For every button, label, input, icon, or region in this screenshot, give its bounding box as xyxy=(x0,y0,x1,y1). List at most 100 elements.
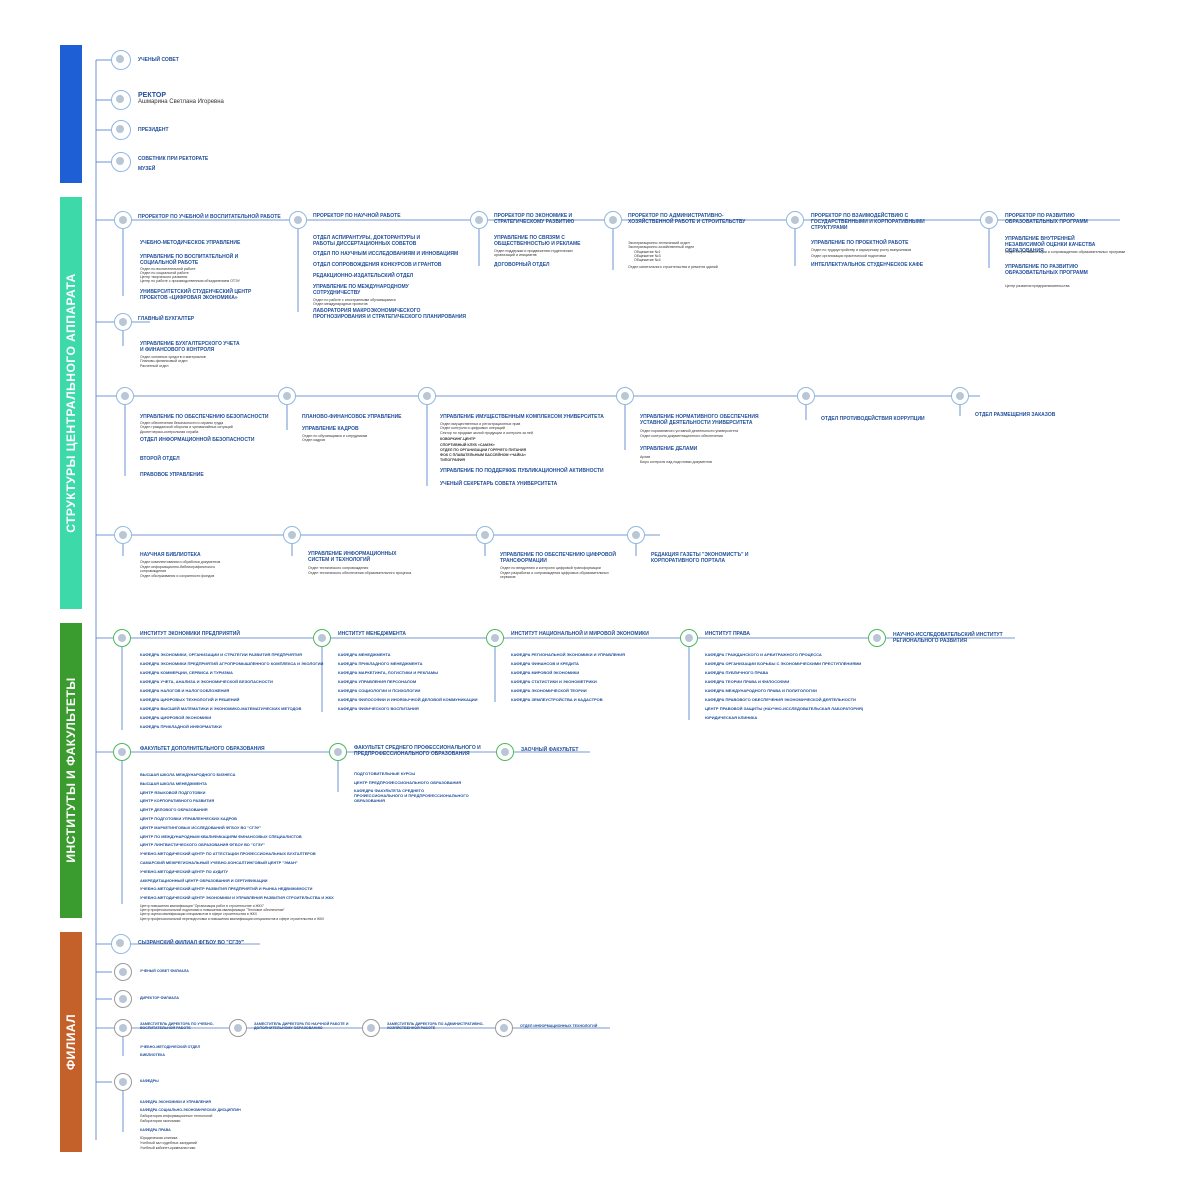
institute-enterprise-dept[interactable]: КАФЕДРА КОММЕРЦИИ, СЕРВИСА И ТУРИЗМА xyxy=(140,670,233,675)
faculty-additional-icon[interactable] xyxy=(113,743,131,761)
branch-director-icon[interactable] xyxy=(114,990,132,1008)
procurement-item[interactable]: ОТДЕЛ РАЗМЕЩЕНИЯ ЗАКАЗОВ xyxy=(975,412,1056,418)
institute-management-dept[interactable]: КАФЕДРА ПРИКЛАДНОГО МЕНЕДЖМЕНТА xyxy=(338,661,423,666)
vice-rector-education-item[interactable]: УЧЕБНО-МЕТОДИЧЕСКОЕ УПРАВЛЕНИЕ xyxy=(140,240,241,246)
institute-enterprise-dept[interactable]: КАФЕДРА ВЫСШЕЙ МАТЕМАТИКИ И ЭКОНОМИКО-МА… xyxy=(140,706,302,711)
procurement-icon[interactable] xyxy=(951,387,969,405)
vice-rector-education-item[interactable]: УНИВЕРСИТЕТСКИЙ СТУДЕНЧЕСКИЙ ЦЕНТР ПРОЕК… xyxy=(140,289,252,301)
newspaper-item[interactable]: РЕДАКЦИЯ ГАЗЕТЫ "ЭКОНОМИСТЪ" И КОРПОРАТИ… xyxy=(651,552,749,564)
institute-national-economy-dept[interactable]: КАФЕДРА ФИНАНСОВ И КРЕДИТА xyxy=(511,661,579,666)
institute-national-economy-icon[interactable] xyxy=(486,629,504,647)
adviser-label[interactable]: СОВЕТНИК ПРИ РЕКТОРАТЕ xyxy=(138,156,209,162)
vice-rector-programs-icon[interactable] xyxy=(980,211,998,229)
faculty-additional-item[interactable]: АККРЕДИТАЦИОННЫЙ ЦЕНТР ОБРАЗОВАНИЯ И СЕР… xyxy=(140,877,268,883)
faculty-vocational-icon[interactable] xyxy=(329,743,347,761)
chair-item[interactable]: КАФЕДРА ПРАВА xyxy=(140,1128,171,1132)
deputy-education-item[interactable]: БИБЛИОТЕКА xyxy=(140,1053,165,1057)
faculty-additional-title[interactable]: ФАКУЛЬТЕТ ДОПОЛНИТЕЛЬНОГО ОБРАЗОВАНИЯ xyxy=(140,746,265,752)
vice-rector-economics-icon[interactable] xyxy=(470,211,488,229)
deputy-education-title[interactable]: ЗАМЕСТИТЕЛЬ ДИРЕКТОРА ПО УЧЕБНО-ВОСПИТАТ… xyxy=(140,1022,214,1031)
institute-management-dept[interactable]: КАФЕДРА МЕНЕДЖМЕНТА xyxy=(338,652,391,657)
institute-enterprise-dept[interactable]: КАФЕДРА ЭКОНОМИКИ ПРЕДПРИЯТИЙ АГРОПРОМЫШ… xyxy=(140,661,324,666)
anticorruption-item[interactable]: ОТДЕЛ ПРОТИВОДЕЙСТВИЯ КОРРУПЦИИ xyxy=(821,416,925,422)
institute-national-economy-dept[interactable]: КАФЕДРА МИРОВОЙ ЭКОНОМИКИ xyxy=(511,670,580,675)
faculty-additional-item[interactable]: ЦЕНТР КОРПОРАТИВНОГО РАЗВИТИЯ xyxy=(140,798,215,804)
it-department-icon[interactable] xyxy=(495,1019,513,1037)
institute-enterprise-dept[interactable]: КАФЕДРА ПРИКЛАДНОЙ ИНФОРМАТИКИ xyxy=(140,724,222,729)
institute-management-dept[interactable]: КАФЕДРА ФИЛОСОФИИ И ИНОЯЗЫЧНОЙ ДЕЛОВОЙ К… xyxy=(338,697,478,702)
library-icon[interactable] xyxy=(114,526,132,544)
faculty-additional-item[interactable]: ЦЕНТР ЯЗЫКОВОЙ ПОДГОТОВКИ xyxy=(140,789,206,795)
institute-law-dept[interactable]: КАФЕДРА ТЕОРИИ ПРАВА И ФИЛОСОФИИ xyxy=(705,679,790,684)
regulation-unit-icon[interactable] xyxy=(616,387,634,405)
faculty-additional-item[interactable]: ЦЕНТР ПО МЕЖДУНАРОДНЫМ КВАЛИФИКАЦИЯМ ФИН… xyxy=(140,833,302,839)
institute-law-dept[interactable]: КАФЕДРА МЕЖДУНАРОДНОГО ПРАВА И ПОЛИТОЛОГ… xyxy=(705,688,817,693)
finance-unit-icon[interactable] xyxy=(278,387,296,405)
vice-rector-corporate-icon[interactable] xyxy=(786,211,804,229)
institute-management-dept[interactable]: КАФЕДРА ФИЗИЧЕСКОГО ВОСПИТАНИЯ xyxy=(338,706,419,711)
rector-label[interactable]: РЕКТОР xyxy=(138,92,166,99)
institute-management-dept[interactable]: КАФЕДРА УПРАВЛЕНИЯ ПЕРСОНАЛОМ xyxy=(338,679,417,684)
institute-national-economy-dept[interactable]: КАФЕДРА ЗЕМЛЕУСТРОЙСТВА И КАДАСТРОВ xyxy=(511,697,603,702)
research-institute-icon[interactable] xyxy=(868,629,886,647)
vice-rector-admin-icon[interactable] xyxy=(604,211,622,229)
property-item[interactable]: УЧЕНЫЙ СЕКРЕТАРЬ СОВЕТА УНИВЕРСИТЕТА xyxy=(440,481,558,487)
faculty-distance-icon[interactable] xyxy=(496,743,514,761)
deputy-education-icon[interactable] xyxy=(114,1019,132,1037)
security-item[interactable]: ПРАВОВОЕ УПРАВЛЕНИЕ xyxy=(140,472,204,478)
institute-law-title[interactable]: ИНСТИТУТ ПРАВА xyxy=(705,631,751,637)
security-item[interactable]: ОТДЕЛ ИНФОРМАЦИОННОЙ БЕЗОПАСНОСТИ xyxy=(140,437,255,443)
branch-director-label[interactable]: ДИРЕКТОР ФИЛИАЛА xyxy=(140,996,180,1000)
faculty-additional-item[interactable]: ЦЕНТР ЛИНГВИСТИЧЕСКОГО ОБРАЗОВАНИЯ ФГБОУ… xyxy=(140,842,265,848)
institute-management-icon[interactable] xyxy=(313,629,331,647)
vice-rector-education-icon[interactable] xyxy=(114,211,132,229)
institute-management-title[interactable]: ИНСТИТУТ МЕНЕДЖМЕНТА xyxy=(338,631,406,637)
branch-title[interactable]: СЫЗРАНСКИЙ ФИЛИАЛ ФГБОУ ВО "СГЭУ" xyxy=(138,940,245,946)
property-unit-icon[interactable] xyxy=(418,387,436,405)
anticorruption-icon[interactable] xyxy=(797,387,815,405)
faculty-vocational-item[interactable]: ЦЕНТР ПРЕДПРОФЕССИОНАЛЬНОГО ОБРАЗОВАНИЯ xyxy=(354,780,462,785)
accounting-department[interactable]: УПРАВЛЕНИЕ БУХГАЛТЕРСКОГО УЧЕТА И ФИНАНС… xyxy=(140,341,240,353)
institute-law-dept[interactable]: КАФЕДРА ГРАЖДАНСКОГО И АРБИТРАЖНОГО ПРОЦ… xyxy=(705,652,822,657)
vice-rector-corporate-item[interactable]: ИНТЕЛЛЕКТУАЛЬНОЕ СТУДЕНЧЕСКОЕ КАФЕ xyxy=(811,262,924,268)
vice-rector-science-item[interactable]: ОТДЕЛ АСПИРАНТУРЫ, ДОКТОРАНТУРЫ И РАБОТЫ… xyxy=(313,235,421,247)
vice-rector-science-item[interactable]: УПРАВЛЕНИЕ ПО МЕЖДУНАРОДНОМУ СОТРУДНИЧЕС… xyxy=(313,284,409,296)
institute-management-dept[interactable]: КАФЕДРА СОЦИОЛОГИИ И ПСИХОЛОГИИ xyxy=(338,688,421,693)
council-label[interactable]: УЧЕНЫЙ СОВЕТ xyxy=(138,57,179,63)
institute-national-economy-dept[interactable]: КАФЕДРА РЕГИОНАЛЬНОЙ ЭКОНОМИКИ И УПРАВЛЕ… xyxy=(511,652,626,657)
research-institute-title[interactable]: НАУЧНО-ИССЛЕДОВАТЕЛЬСКИЙ ИНСТИТУТ РЕГИОН… xyxy=(893,632,1003,644)
vice-rector-education-title[interactable]: ПРОРЕКТОР ПО УЧЕБНОЙ И ВОСПИТАТЕЛЬНОЙ РА… xyxy=(138,214,281,220)
vice-rector-economics-title[interactable]: ПРОРЕКТОР ПО ЭКОНОМИКЕ И СТРАТЕГИЧЕСКОМУ… xyxy=(494,213,575,225)
faculty-vocational-item[interactable]: ПОДГОТОВИТЕЛЬНЫЕ КУРСЫ xyxy=(354,771,416,776)
vice-rector-programs-item[interactable]: УПРАВЛЕНИЕ ПО РАЗВИТИЮ ОБРАЗОВАТЕЛЬНЫХ П… xyxy=(1005,264,1088,276)
institute-law-dept[interactable]: КАФЕДРА ПУБЛИЧНОГО ПРАВА xyxy=(705,670,769,675)
security-unit-icon[interactable] xyxy=(116,387,134,405)
branch-council-label[interactable]: УЧЕНЫЙ СОВЕТ ФИЛИАЛА xyxy=(140,969,189,973)
adviser-icon[interactable] xyxy=(111,152,131,172)
vice-rector-corporate-item[interactable]: УПРАВЛЕНИЕ ПО ПРОЕКТНОЙ РАБОТЕ xyxy=(811,240,909,246)
chief-accountant-title[interactable]: ГЛАВНЫЙ БУХГАЛТЕР xyxy=(138,316,195,322)
faculty-additional-item[interactable]: УЧЕБНО-МЕТОДИЧЕСКИЙ ЦЕНТР ПО АТТЕСТАЦИИ … xyxy=(140,851,316,857)
institute-law-dept[interactable]: КАФЕДРА ПРАВОВОГО ОБЕСПЕЧЕНИЯ ЭКОНОМИЧЕС… xyxy=(705,697,856,702)
vice-rector-science-title[interactable]: ПРОРЕКТОР ПО НАУЧНОЙ РАБОТЕ xyxy=(313,213,401,219)
institute-enterprise-dept[interactable]: КАФЕДРА ЦИФРОВОЙ ЭКОНОМИКИ xyxy=(140,715,212,720)
digital-transformation-icon[interactable] xyxy=(476,526,494,544)
vice-rector-science-icon[interactable] xyxy=(289,211,307,229)
deputy-science-title[interactable]: ЗАМЕСТИТЕЛЬ ДИРЕКТОРА ПО НАУЧНОЙ РАБОТЕ … xyxy=(254,1022,349,1031)
vice-rector-economics-item[interactable]: ДОГОВОРНЫЙ ОТДЕЛ xyxy=(494,262,550,268)
it-systems-icon[interactable] xyxy=(283,526,301,544)
regulation-item[interactable]: УПРАВЛЕНИЕ ДЕЛАМИ xyxy=(640,446,698,452)
rector-icon[interactable] xyxy=(111,90,131,110)
vice-rector-admin-title[interactable]: ПРОРЕКТОР ПО АДМИНИСТРАТИВНО-ХОЗЯЙСТВЕНН… xyxy=(628,213,746,225)
vice-rector-corporate-title[interactable]: ПРОРЕКТОР ПО ВЗАИМОДЕЙСТВИЮ С ГОСУДАРСТВ… xyxy=(811,213,925,231)
institute-law-icon[interactable] xyxy=(680,629,698,647)
branch-council-icon[interactable] xyxy=(114,963,132,981)
property-item[interactable]: УПРАВЛЕНИЕ ПО ПОДДЕРЖКЕ ПУБЛИКАЦИОННОЙ А… xyxy=(440,468,604,474)
it-department-title[interactable]: ОТДЕЛ ИНФОРМАЦИОННЫХ ТЕХНОЛОГИЙ xyxy=(520,1024,598,1028)
institute-national-economy-dept[interactable]: КАФЕДРА СТАТИСТИКИ И ЭКОНОМЕТРИКИ xyxy=(511,679,597,684)
faculty-additional-item[interactable]: ЦЕНТР ПОДГОТОВКИ УПРАВЛЕНЧЕСКИХ КАДРОВ xyxy=(140,816,237,821)
faculty-additional-item[interactable]: УЧЕБНО-МЕТОДИЧЕСКИЙ ЦЕНТР РАЗВИТИЯ ПРЕДП… xyxy=(140,886,313,892)
branch-icon[interactable] xyxy=(111,934,131,954)
deputy-admin-title[interactable]: ЗАМЕСТИТЕЛЬ ДИРЕКТОРА ПО АДМИНИСТРАТИВНО… xyxy=(387,1022,484,1031)
institute-enterprise-dept[interactable]: КАФЕДРА ЭКОНОМИКИ, ОРГАНИЗАЦИИ И СТРАТЕГ… xyxy=(140,652,303,657)
